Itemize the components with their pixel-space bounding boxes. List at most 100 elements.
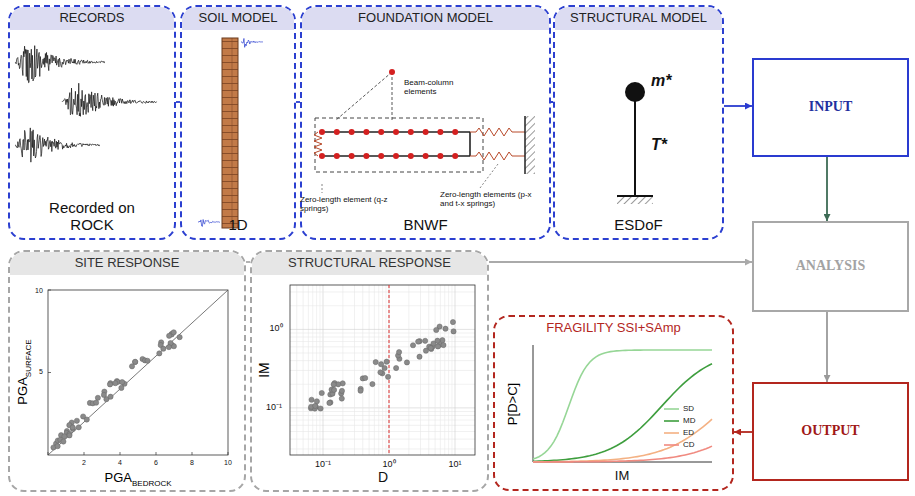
data-point — [396, 350, 401, 355]
data-point — [394, 365, 399, 370]
panel-title: INPUT — [754, 99, 907, 115]
site-ticks — [48, 290, 228, 455]
data-point — [157, 351, 162, 356]
site-ticks — [156, 452, 157, 455]
site-ticks — [48, 372, 51, 373]
data-point — [443, 326, 448, 331]
legend-line — [664, 408, 679, 410]
axis-label: P[D>C] — [505, 383, 520, 425]
legend-entry: CD — [664, 440, 695, 449]
input-panel: SOIL MODEL1D — [180, 5, 296, 240]
annotation: Beam-column elements — [404, 79, 476, 97]
tick-label: 10⁰ — [269, 324, 282, 334]
bnwf-model — [315, 118, 483, 172]
connector — [826, 157, 828, 221]
data-point — [428, 345, 433, 350]
data-point — [417, 354, 422, 359]
data-point — [370, 382, 375, 387]
annotation: T* — [651, 136, 667, 154]
site-plot — [48, 290, 228, 455]
node-dot — [319, 153, 325, 159]
esdof-model — [634, 100, 636, 196]
tick-label: 8 — [190, 459, 194, 467]
node-dot — [349, 129, 355, 135]
data-point — [385, 374, 390, 379]
soil-column — [222, 38, 238, 228]
site-ticks — [120, 452, 121, 455]
trace — [15, 128, 100, 162]
response-grid — [290, 305, 475, 306]
data-point — [95, 395, 100, 400]
bnwf-model — [322, 184, 323, 193]
panel-caption: BNWF — [399, 216, 451, 238]
response-grid — [290, 332, 475, 333]
bnwf-model — [524, 116, 526, 174]
site-ticks — [84, 452, 85, 455]
response-grid — [290, 337, 475, 338]
data-point — [318, 406, 323, 411]
fragility-curve — [533, 419, 712, 462]
data-point — [161, 346, 166, 351]
result-panel: STRUCTURAL RESPONSE — [250, 250, 489, 492]
response-grid — [290, 285, 475, 455]
esdof-model — [625, 82, 645, 102]
data-point — [120, 380, 125, 385]
data-point — [378, 370, 383, 375]
annotation: Zero-length element (q-z springs) — [300, 196, 392, 214]
node-dot — [378, 153, 384, 159]
data-point — [404, 360, 409, 365]
data-point — [67, 433, 72, 438]
connector — [489, 261, 752, 263]
response-plot — [290, 285, 475, 455]
response-grid — [308, 285, 309, 455]
node-dot — [452, 153, 458, 159]
data-point — [339, 388, 344, 393]
legend-entry: ED — [664, 428, 694, 437]
trace — [198, 220, 220, 227]
tick-label: 10 — [224, 459, 232, 467]
tick-label: 10⁻¹ — [315, 460, 331, 470]
data-point — [108, 394, 113, 399]
axis-title: PGASURFACE — [14, 339, 33, 404]
node-dot — [423, 129, 429, 135]
data-point — [313, 403, 318, 408]
esdof-model — [617, 197, 653, 204]
node-dot — [349, 153, 355, 159]
node-dot — [393, 153, 399, 159]
data-point — [363, 375, 368, 380]
data-point — [133, 359, 138, 364]
legend-text: MD — [683, 416, 695, 425]
bnwf-model — [470, 152, 525, 160]
bnwf-model — [525, 116, 535, 174]
data-point — [113, 381, 118, 386]
data-point — [373, 360, 378, 365]
legend-entry: SD — [664, 404, 694, 413]
node-dot — [363, 129, 369, 135]
data-point — [423, 338, 428, 343]
legend-text: ED — [683, 428, 694, 437]
data-point — [319, 390, 324, 395]
data-point — [61, 439, 66, 444]
site-ticks — [48, 452, 49, 455]
data-point — [177, 335, 182, 340]
panel-title: SITE RESPONSE — [10, 252, 244, 275]
data-point — [435, 338, 440, 343]
response-grid — [374, 285, 375, 455]
tick-label: 10 — [35, 287, 43, 295]
axis-label: BEDROCK — [132, 480, 172, 489]
bnwf-model — [392, 72, 393, 120]
node-dot — [389, 69, 395, 75]
node-dot — [408, 153, 414, 159]
site-points — [51, 330, 182, 450]
legend-line — [664, 420, 679, 422]
response-grid — [389, 285, 390, 455]
panel-title: ANALYSIS — [754, 258, 907, 274]
axis-label: IM — [256, 362, 272, 378]
tick-label: 6 — [154, 459, 158, 467]
data-point — [441, 342, 446, 347]
annotation: Zero-length elements (p-x and t-x spring… — [440, 191, 540, 209]
data-point — [55, 444, 60, 449]
response-grid — [296, 285, 297, 455]
data-point — [435, 344, 440, 349]
